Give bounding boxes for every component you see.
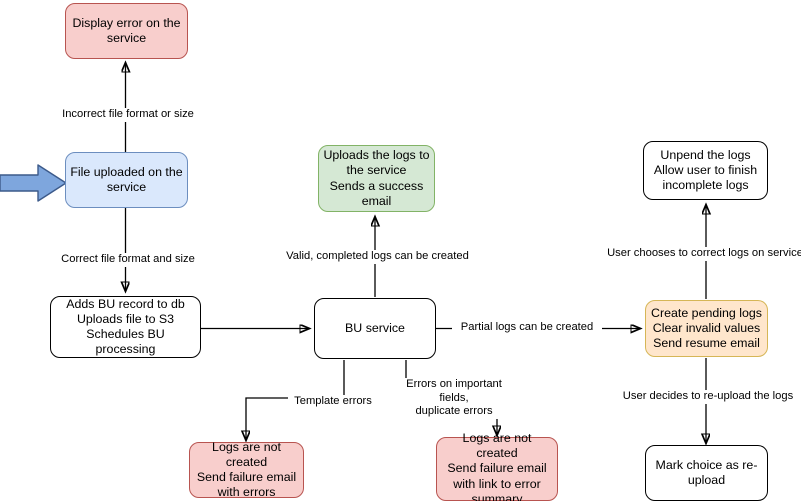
edge-label-partial-logs: Partial logs can be created (452, 321, 602, 335)
edge-label-user-corrects: User chooses to correct logs on service (605, 247, 801, 261)
edge-label-important-fields: Errors on important fields, duplicate er… (391, 378, 517, 419)
node-logs-not-created-template[interactable]: Logs are not created Send failure email … (189, 440, 304, 499)
entry-arrow-icon (0, 164, 67, 202)
node-display-error[interactable]: Display error on the service (65, 3, 188, 59)
node-create-pending-logs[interactable]: Create pending logs Clear invalid values… (645, 300, 768, 357)
edge-label-valid-completed: Valid, completed logs can be created (278, 250, 477, 264)
edge-label-correct-format: Correct file format and size (56, 253, 200, 267)
node-logs-not-created-summary[interactable]: Logs are not created Send failure email … (436, 431, 558, 501)
node-file-uploaded[interactable]: File uploaded on the service (65, 152, 188, 208)
edge-label-template-errors: Template errors (288, 395, 378, 409)
node-unpend-logs[interactable]: Unpend the logs Allow user to finish inc… (643, 141, 768, 200)
node-adds-bu-record[interactable]: Adds BU record to db Uploads file to S3 … (50, 296, 201, 358)
node-bu-service[interactable]: BU service (314, 298, 436, 359)
node-mark-choice-reupload[interactable]: Mark choice as re- upload (645, 445, 768, 501)
node-uploads-logs[interactable]: Uploads the logs to the service Sends a … (318, 145, 435, 212)
edge-label-incorrect-format: Incorrect file format or size (56, 108, 200, 122)
edge-label-user-reupload: User decides to re-upload the logs (611, 390, 801, 404)
